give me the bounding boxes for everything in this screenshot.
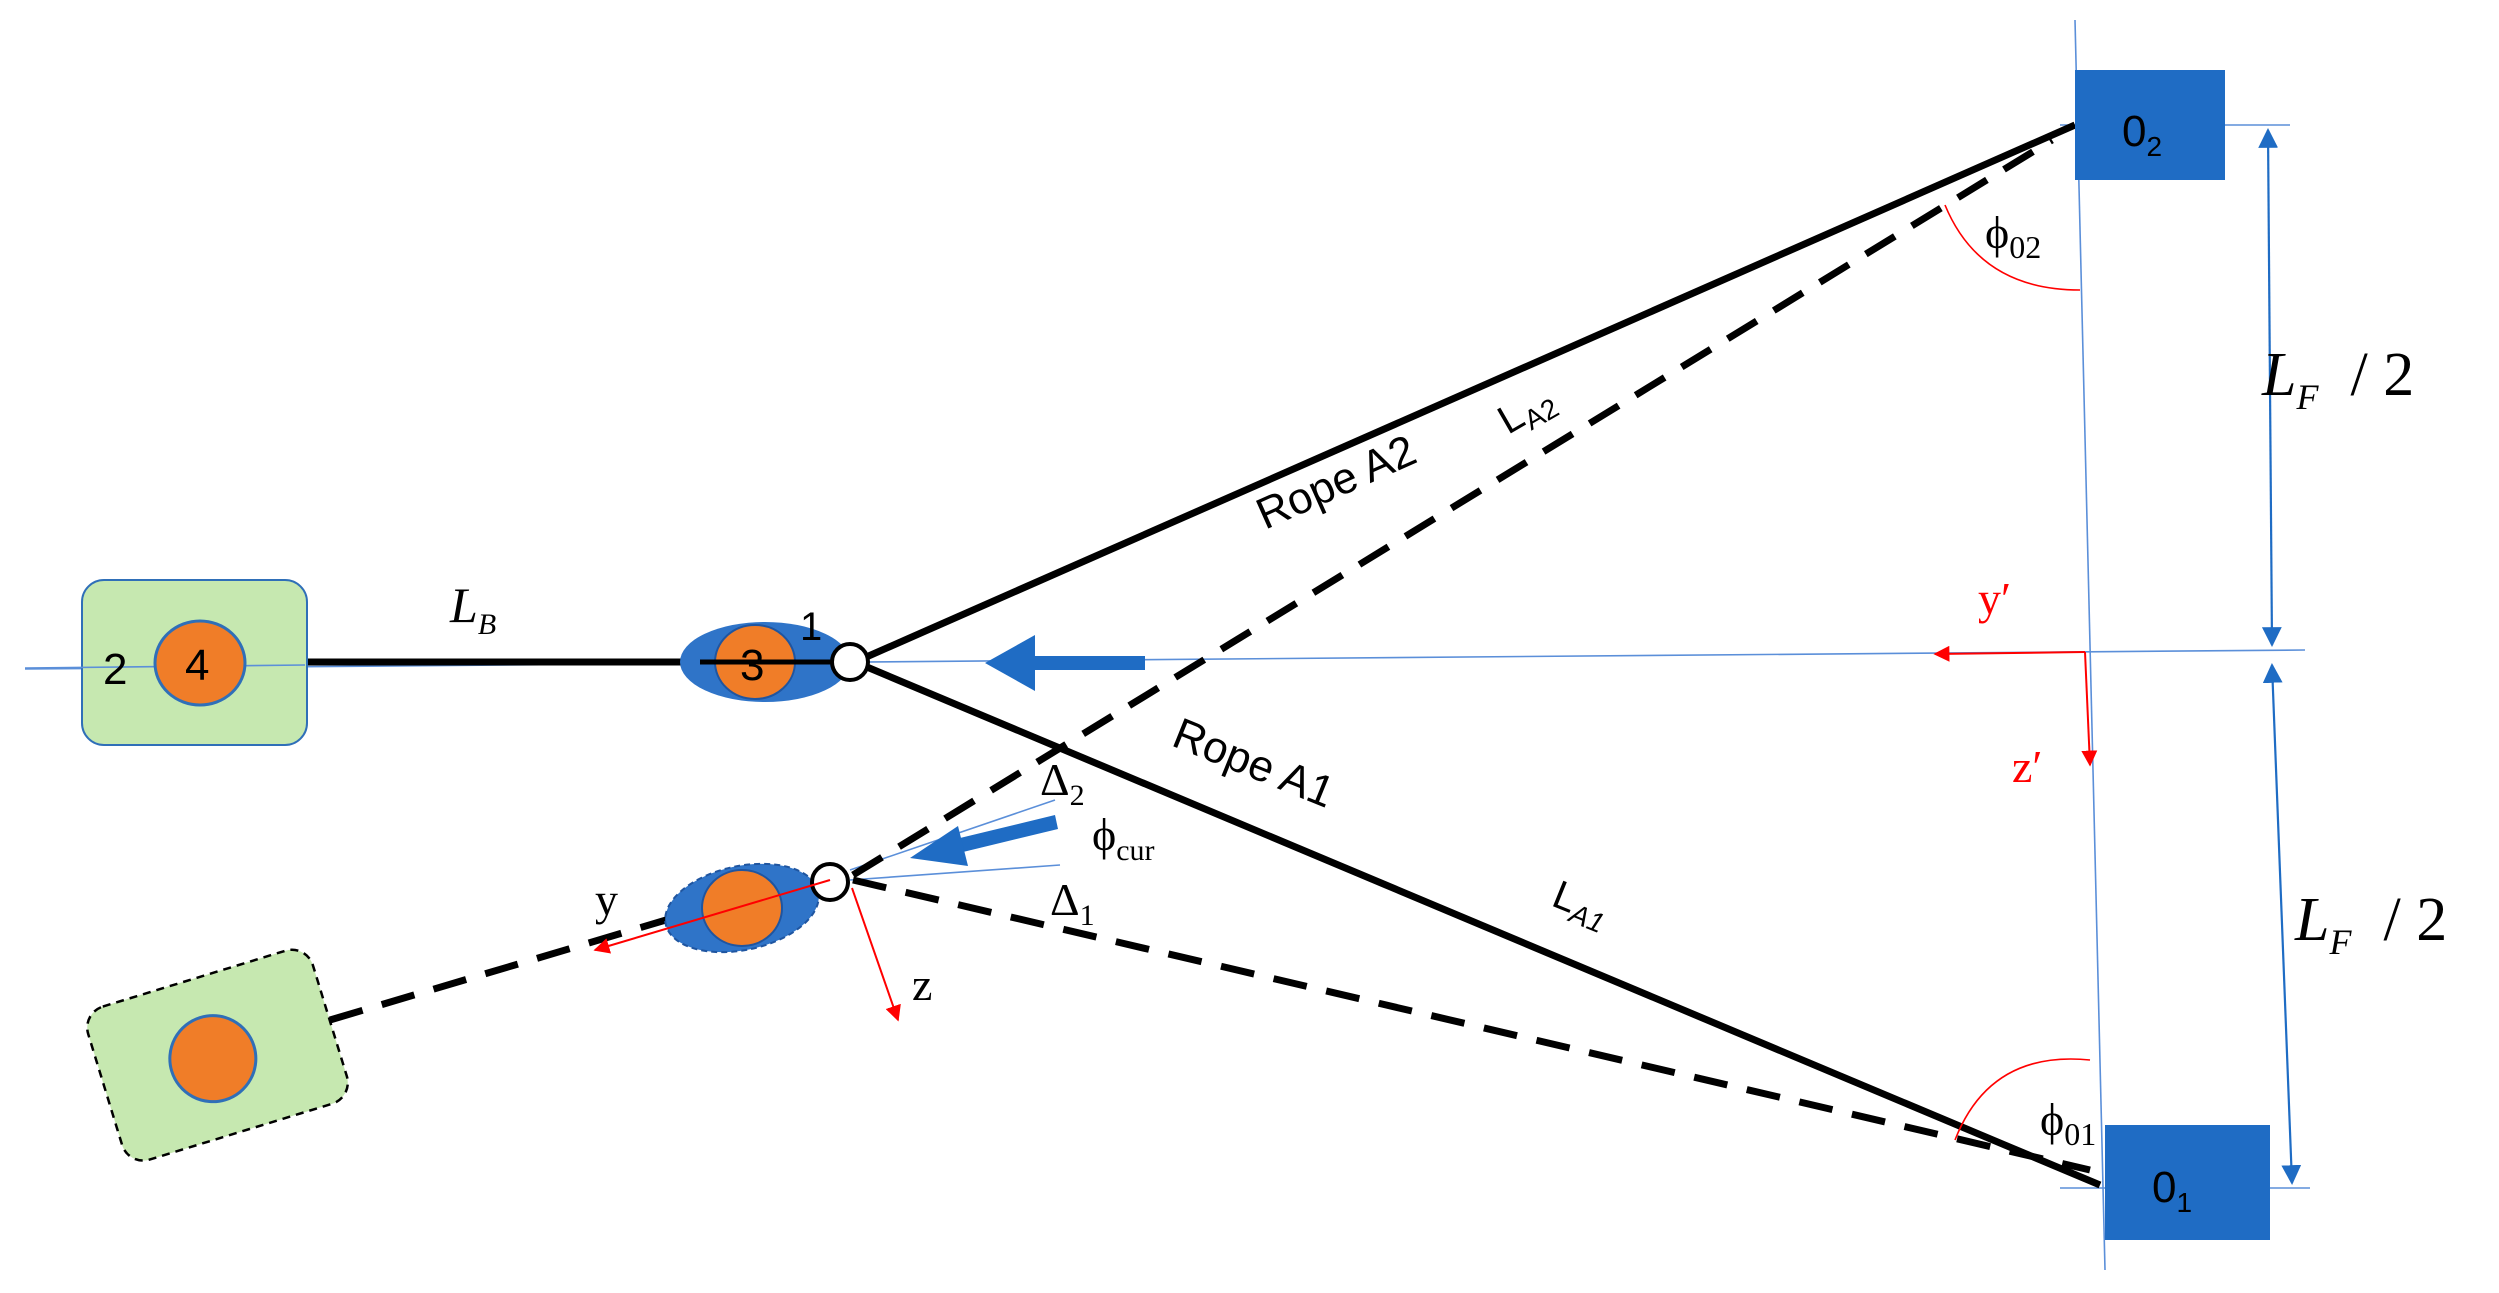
vertical-reference-line bbox=[2074, 19, 2106, 1271]
lf-bottom-label: LF/ 2 bbox=[2294, 886, 2447, 962]
vessel-initial: 4 2 bbox=[24, 579, 308, 746]
y-prime-axis bbox=[1933, 645, 2086, 662]
initial-ropes bbox=[305, 121, 2102, 1189]
rope-a1-line bbox=[853, 658, 2102, 1189]
cur-guide-lower bbox=[849, 864, 1061, 881]
phi02-label: ϕ02 bbox=[1985, 207, 2041, 265]
la1-label: LA1 bbox=[1545, 873, 1616, 940]
delta1-label: Δ1 bbox=[1050, 874, 1095, 932]
lf-top-dimension bbox=[2258, 128, 2282, 647]
lb-label: LB bbox=[449, 577, 496, 641]
dashed-rope-a1 bbox=[852, 876, 2091, 1174]
svg-text:01: 01 bbox=[2152, 1163, 2192, 1218]
float-displaced bbox=[664, 862, 850, 954]
anchor-o2: 02 bbox=[2075, 70, 2225, 180]
node-4-label: 4 bbox=[185, 641, 209, 690]
dashed-rope-a2 bbox=[851, 137, 2054, 878]
anchor-o1: 01 bbox=[2105, 1125, 2270, 1240]
displaced-node-circle bbox=[701, 869, 783, 947]
guide-lines bbox=[24, 19, 2310, 1271]
phicur-label: ϕcur bbox=[1092, 809, 1155, 867]
y-prime-label: y′ bbox=[1978, 573, 2011, 624]
node-1-ring bbox=[830, 642, 870, 682]
current-arrow-displaced-shaft bbox=[960, 815, 1058, 852]
node-4-circle bbox=[153, 619, 247, 707]
node-1-label: 1 bbox=[800, 605, 822, 649]
vessel-displaced bbox=[85, 948, 350, 1162]
current-arrow-shaft bbox=[1030, 656, 1145, 670]
node-3-label: 3 bbox=[740, 641, 764, 690]
angle-arcs bbox=[1944, 204, 2091, 1141]
current-arrow-displaced-head bbox=[910, 826, 968, 866]
horizontal-centerline bbox=[24, 649, 2306, 670]
phi01-arc bbox=[1954, 1058, 2091, 1141]
rope-a2-line bbox=[853, 121, 2077, 666]
rope-a2-label: Rope A2 bbox=[1249, 426, 1423, 539]
anchor-o2-block bbox=[2075, 70, 2225, 180]
current-arrow-head bbox=[985, 635, 1035, 691]
displaced-ropes bbox=[329, 137, 2091, 1174]
svg-text:02: 02 bbox=[2122, 107, 2162, 162]
dimension-lines bbox=[2258, 128, 2302, 1185]
axes bbox=[593, 645, 2098, 1022]
phi02-arc bbox=[1944, 204, 2081, 291]
y-axis bbox=[593, 879, 831, 954]
node-2-label: 2 bbox=[103, 645, 127, 694]
anchor-o1-block bbox=[2105, 1125, 2270, 1240]
z-label: z bbox=[912, 959, 932, 1010]
phi01-label: ϕ01 bbox=[2040, 1094, 2096, 1152]
z-prime-axis bbox=[2081, 651, 2098, 767]
z-prime-label: z′ bbox=[2012, 741, 2042, 792]
dashed-bridle bbox=[329, 891, 751, 1024]
displaced-node-ring bbox=[810, 862, 850, 902]
delta2-label: Δ2 bbox=[1040, 754, 1085, 812]
current-arrows bbox=[910, 635, 1145, 866]
displaced-vessel-circle bbox=[168, 1014, 258, 1104]
la2-label: LA2 bbox=[1491, 376, 1564, 447]
z-axis bbox=[851, 887, 901, 1022]
lf-top-label: LF/ 2 bbox=[2261, 341, 2414, 417]
lf-bottom-dimension bbox=[2262, 663, 2302, 1185]
y-label: y bbox=[595, 874, 618, 925]
float-initial: 3 1 bbox=[680, 605, 870, 702]
